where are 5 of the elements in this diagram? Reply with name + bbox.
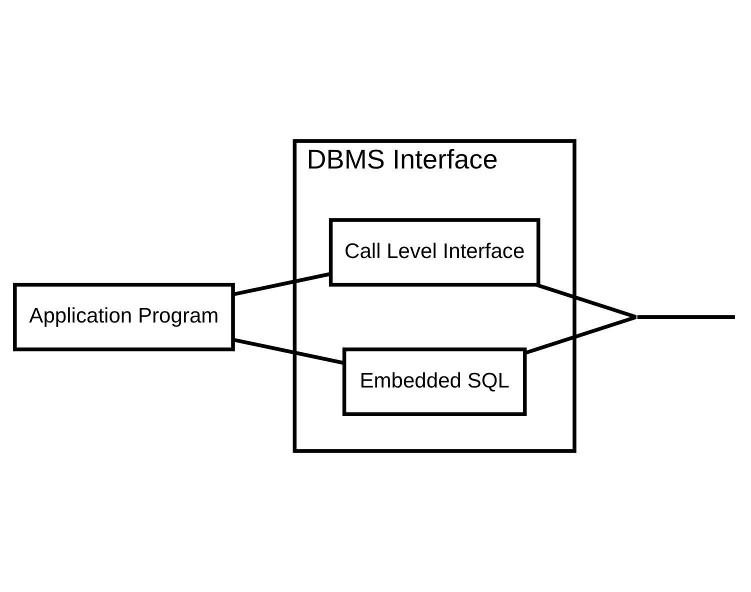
connector: [232, 338, 344, 365]
connector: [232, 272, 332, 296]
node-box: Application Program: [13, 282, 235, 352]
node-box: Call Level Interface: [328, 218, 540, 287]
node-box: Embedded SQL: [342, 348, 527, 416]
